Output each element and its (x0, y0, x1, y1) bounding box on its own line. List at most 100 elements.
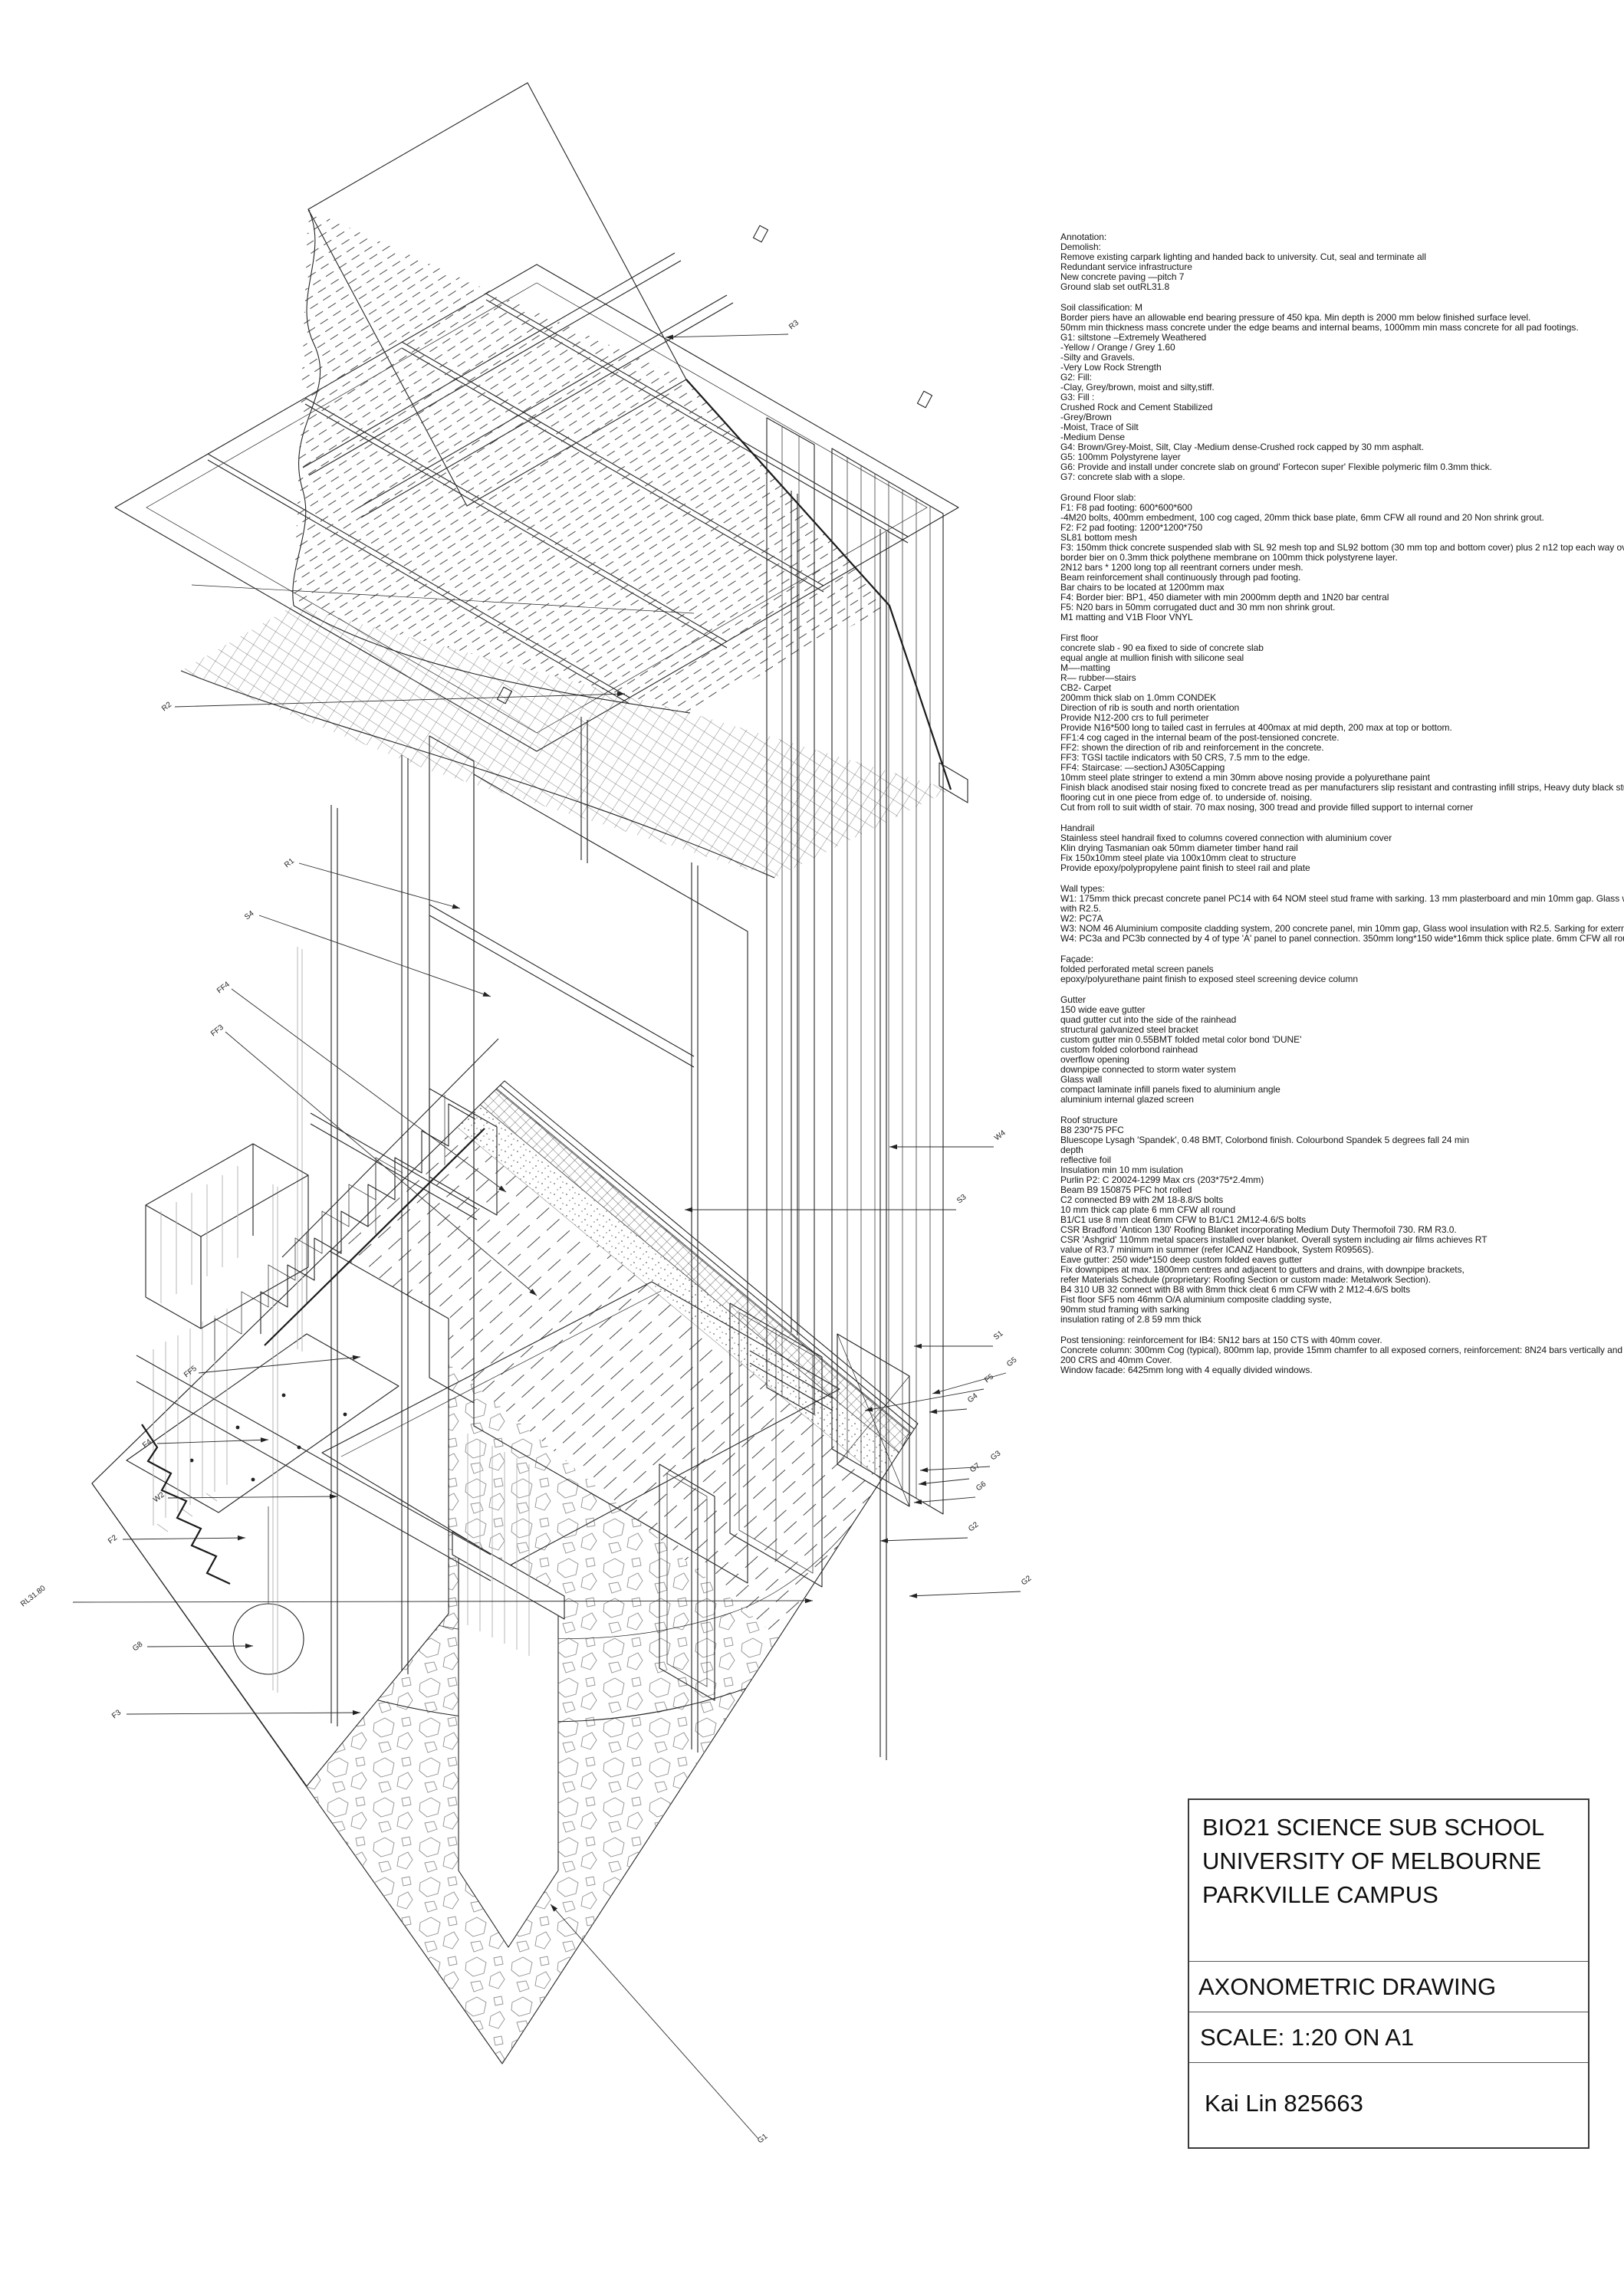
callout-label: G2 (967, 1520, 981, 1533)
annotation-line: aluminium internal glazed screen (1060, 1094, 1194, 1105)
annotation-line: G6: Provide and install under concrete s… (1060, 461, 1492, 472)
author-label: Kai Lin 825663 (1205, 2090, 1363, 2117)
annotation-line: Fix downpipes at max. 1800mm centres and… (1060, 1264, 1465, 1275)
perforated-screen-panel (429, 1088, 498, 1216)
annotation-line: F5: N20 bars in 50mm corrugated duct and… (1060, 602, 1336, 613)
project-title-line: UNIVERSITY OF MELBOURNE (1202, 1848, 1542, 1874)
precast-panel-w4 (831, 448, 944, 1515)
annotation-line: Crushed Rock and Cement Stabilized (1060, 402, 1213, 412)
callout-label: RL31.80 (19, 1584, 48, 1608)
columns (330, 491, 887, 1760)
callout-label: G8 (131, 1640, 145, 1653)
annotation-line: Bluescope Lysagh 'Spandek', 0.48 BMT, Co… (1060, 1135, 1470, 1145)
handrail (281, 1038, 499, 1258)
annotation-section: Wall types:W1: 175mm thick precast concr… (1060, 883, 1624, 944)
roof-assembly (114, 82, 968, 879)
annotation-line: Bar chairs to be located at 1200mm max (1060, 582, 1225, 593)
annotation-line: with R2.5. (1060, 903, 1101, 914)
columns-ghost (272, 947, 303, 1693)
annotation-line: value of R3.7 minimum in summer (refer I… (1060, 1244, 1374, 1255)
annotation-line: quad gutter cut into the side of the rai… (1060, 1014, 1237, 1025)
annotation-line: 200 CRS and 40mm Cover. (1060, 1355, 1172, 1365)
annotation-line: Purlin P2: C 20024-1299 Max crs (203*75*… (1060, 1174, 1264, 1185)
annotation-line: Post tensioning: reinforcement for IB4: … (1060, 1335, 1382, 1345)
annotation-line: depth (1060, 1145, 1083, 1155)
annotation-column: Annotation:Demolish:Remove existing carp… (1060, 232, 1624, 1386)
annotation-line: FF4: Staircase: —sectionJ A305Capping (1060, 762, 1225, 773)
annotation-line: W1: 175mm thick precast concrete panel P… (1060, 893, 1624, 904)
roof-mesh-layer (181, 606, 951, 878)
annotation-line: 10 mm thick cap plate 6 mm CFW all round (1060, 1204, 1236, 1215)
author-cell: Kai Lin 825663 (1189, 2063, 1588, 2144)
annotation-line: Cut from roll to suit width of stair. 70… (1060, 802, 1474, 813)
first-floor-slab-edge (310, 1112, 478, 1220)
annotation-line: Demolish: (1060, 241, 1101, 252)
annotation-line: downpipe connected to storm water system (1060, 1064, 1236, 1075)
structure (136, 417, 944, 1760)
pad-footing-pier (452, 1434, 565, 1948)
annotation-line: G2: Fill: (1060, 372, 1092, 383)
annotation-line: custom folded colorbond rainhead (1060, 1044, 1198, 1055)
callout-label: G2 (1020, 1574, 1034, 1587)
annotation-line: Direction of rib is south and north orie… (1060, 702, 1240, 713)
annotation-line: First floor (1060, 632, 1099, 643)
annotation-line: Klin drying Tasmanian oak 50mm diameter … (1060, 843, 1298, 853)
annotation-line: Window facade: 6425mm long with 4 equall… (1060, 1365, 1313, 1375)
annotation-line: flooring cut in one piece from edge of. … (1060, 792, 1313, 803)
annotation-line: Wall types: (1060, 883, 1105, 894)
callout-label: F3 (110, 1708, 123, 1720)
annotation-line: FF2: shown the direction of rib and rein… (1060, 742, 1324, 753)
annotation-line: 50mm min thickness mass concrete under t… (1060, 322, 1579, 333)
annotation-line: Fist floor SF5 nom 46mm O/A aluminium co… (1060, 1294, 1332, 1305)
annotation-line: B1/C1 use 8 mm cleat 6mm CFW to B1/C1 2M… (1060, 1214, 1307, 1225)
annotation-line: Insulation min 10 mm isulation (1060, 1164, 1183, 1175)
annotation-line: New concrete paving —pitch 7 (1060, 271, 1185, 282)
annotation-section: Ground Floor slab:F1: F8 pad footing: 60… (1060, 493, 1624, 622)
annotation-line: -Very Low Rock Strength (1060, 362, 1162, 373)
annotation-line: W4: PC3a and PC3b connected by 4 of type… (1060, 933, 1624, 944)
screen-module (145, 1143, 309, 1329)
pipe-duct (232, 1603, 304, 1675)
callout-label: R2 (160, 701, 173, 714)
annotation-line: CSR Bradford 'Anticon 130' Roofing Blank… (1060, 1224, 1457, 1235)
annotation-line: F3: 150mm thick concrete suspended slab … (1060, 542, 1624, 553)
project-title-cell: BIO21 SCIENCE SUB SCHOOL UNIVERSITY OF M… (1189, 1800, 1588, 1962)
annotation-line: Eave gutter: 250 wide*150 deep custom fo… (1060, 1254, 1303, 1265)
annotation-section: Façade:folded perforated metal screen pa… (1060, 954, 1606, 984)
callout-label: S1 (992, 1329, 1005, 1342)
callout-label: R3 (787, 319, 800, 332)
project-title-line: BIO21 SCIENCE SUB SCHOOL (1202, 1814, 1545, 1841)
callout-label: FF5 (182, 1364, 199, 1379)
crushed-rock-layer (92, 1081, 918, 1574)
annotation-line: F1: F8 pad footing: 600*600*600 (1060, 502, 1192, 513)
annotation-line: Finish black anodised stair nosing fixed… (1060, 782, 1624, 793)
annotation-line: -Medium Dense (1060, 432, 1126, 442)
annotation-line: Beam reinforcement shall continuously th… (1060, 572, 1301, 583)
slab-fascia (136, 1355, 491, 1582)
annotation-line: -Moist, Trace of Silt (1060, 422, 1139, 432)
annotation-line: G5: 100mm Polystyrene layer (1060, 452, 1181, 462)
annotation-line: concrete slab - 90 ea fixed to side of c… (1060, 642, 1264, 653)
annotation-line: -Silty and Gravels. (1060, 352, 1136, 363)
callout-label: FF3 (209, 1023, 225, 1038)
annotation-line: CSR 'Ashgrid' 110mm metal spacers instal… (1060, 1234, 1488, 1245)
annotation-line: M1 matting and V1B Floor VNYL (1060, 612, 1193, 622)
callout-label: G1 (756, 2132, 770, 2145)
annotation-line: -Yellow / Orange / Grey 1.60 (1060, 342, 1175, 353)
annotation-line: FF1:4 cog caged in the internal beam of … (1060, 732, 1340, 743)
drawing-type-cell: AXONOMETRIC DRAWING (1189, 1962, 1588, 2012)
eave-gutter (939, 762, 968, 803)
annotation-line: border bier on 0.3mm thick polythene mem… (1060, 552, 1398, 563)
callout-label: G5 (1005, 1355, 1019, 1368)
callout-label: G6 (975, 1480, 988, 1493)
annotation-line: reflective foil (1060, 1155, 1111, 1165)
annotation-line: Gutter (1060, 994, 1087, 1005)
annotation-line: F2: F2 pad footing: 1200*1200*750 (1060, 522, 1203, 533)
reinforcement-ghost (153, 1309, 228, 1532)
scale-label: SCALE: 1:20 ON A1 (1200, 2023, 1415, 2051)
annotation-line: FF3: TGSI tactile indicators with 50 CRS… (1060, 752, 1310, 763)
annotation-line: W2: PC7A (1060, 913, 1103, 924)
